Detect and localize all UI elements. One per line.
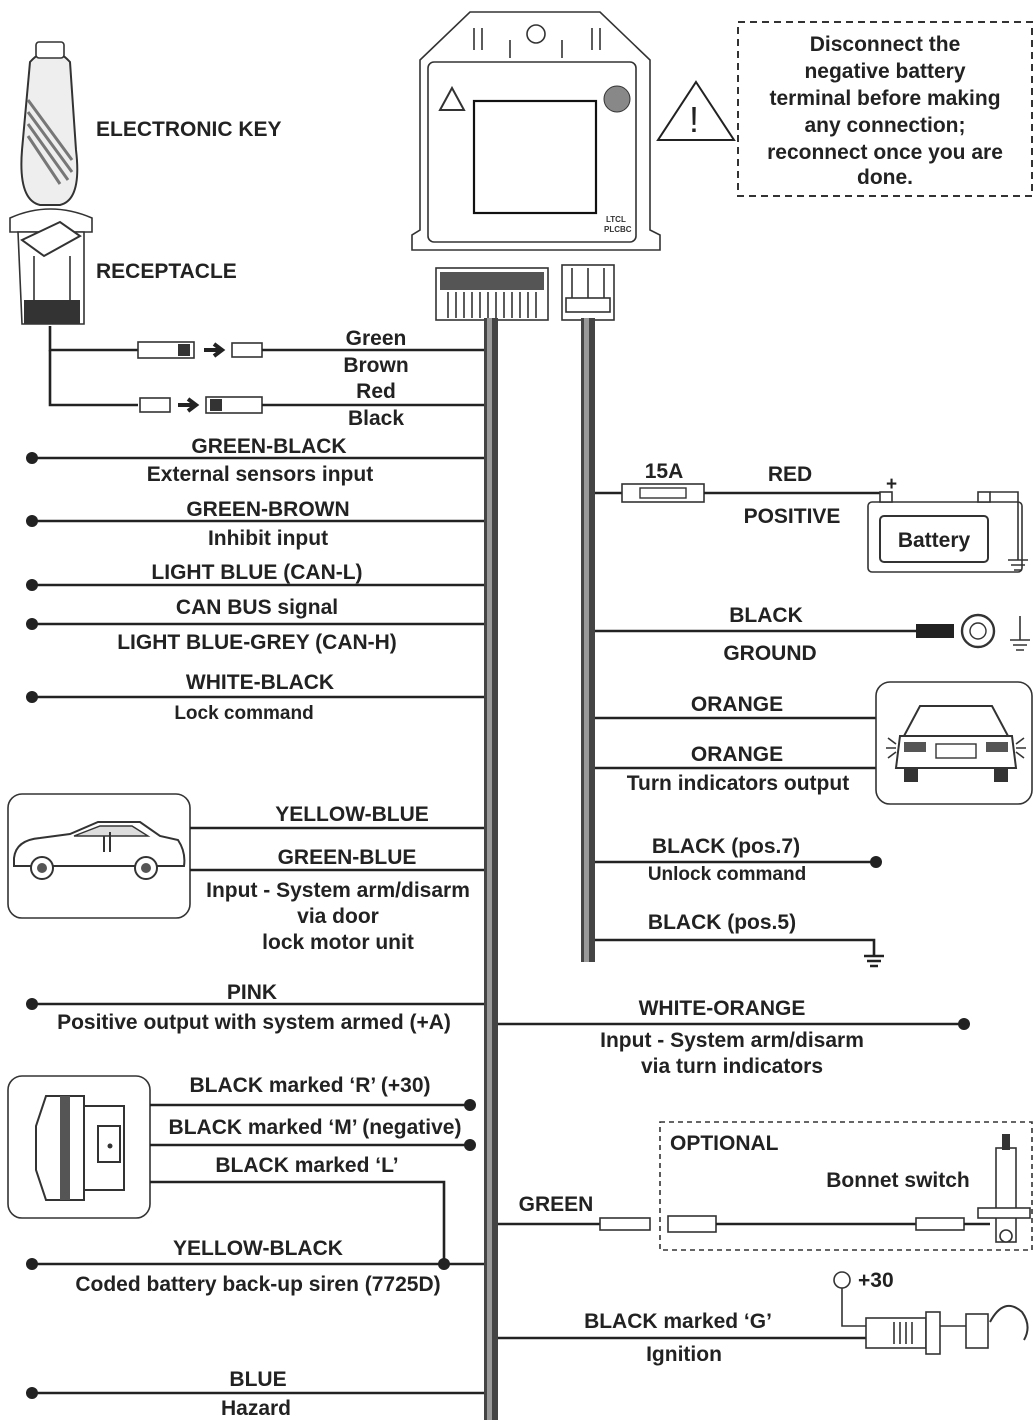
wire-black-pos7-label: BLACK (pos.7) bbox=[652, 835, 800, 858]
svg-text:done.: done. bbox=[857, 166, 913, 189]
wire-black-r bbox=[150, 1099, 476, 1111]
wire-red-label-right: RED bbox=[768, 463, 812, 486]
wire-black-l-label: BLACK marked ‘L’ bbox=[215, 1154, 398, 1177]
wire-white-orange bbox=[498, 1018, 970, 1030]
battery-label: Battery bbox=[898, 529, 971, 552]
wire-green-blue-label: GREEN-BLUE bbox=[278, 846, 417, 869]
wire-light-blue-grey-label: LIGHT BLUE-GREY (CAN-H) bbox=[117, 631, 397, 654]
wire-light-blue-grey bbox=[26, 618, 484, 630]
wire-green-black-label: GREEN-BLACK bbox=[191, 435, 346, 458]
wire-black-g-label: BLACK marked ‘G’ bbox=[584, 1310, 772, 1333]
positive-output-label: Positive output with system armed (+A) bbox=[57, 1011, 451, 1034]
svg-text:LTCL: LTCL bbox=[606, 215, 626, 224]
positive-label: POSITIVE bbox=[744, 505, 841, 528]
turn-input-label-2: via turn indicators bbox=[641, 1055, 823, 1078]
battery-icon: + bbox=[867, 474, 1028, 573]
wire-green-brown bbox=[26, 515, 484, 527]
plus30-label: +30 bbox=[858, 1269, 894, 1292]
wire-light-blue bbox=[26, 579, 484, 591]
wire-green-label: Green bbox=[346, 327, 407, 350]
wire-blue bbox=[26, 1387, 484, 1399]
electronic-key-icon bbox=[20, 41, 79, 206]
unlock-command-label: Unlock command bbox=[648, 864, 806, 885]
disconnect-notice: Disconnect the negative battery terminal… bbox=[767, 33, 1003, 189]
ground-label: GROUND bbox=[723, 642, 816, 665]
wire-pink-label: PINK bbox=[227, 981, 277, 1004]
svg-text:PLCBC: PLCBC bbox=[604, 225, 632, 234]
inhibit-input-label: Inhibit input bbox=[208, 527, 328, 550]
wire-black-label-right: BLACK bbox=[729, 604, 803, 627]
hazard-label: Hazard bbox=[221, 1397, 291, 1420]
side-car-icon bbox=[7, 793, 191, 919]
fuse-label: 15A bbox=[645, 460, 684, 483]
wire-red-label: Red bbox=[356, 380, 396, 403]
wire-green-right bbox=[498, 1217, 651, 1231]
wire-black-r-label: BLACK marked ‘R’ (+30) bbox=[190, 1074, 431, 1097]
wire-black-m bbox=[150, 1139, 476, 1151]
wire-black-label: Black bbox=[348, 407, 404, 430]
ignition-label: Ignition bbox=[646, 1343, 722, 1366]
wire-brown-label: Brown bbox=[343, 354, 408, 377]
wire-white-orange-label: WHITE-ORANGE bbox=[639, 997, 806, 1020]
can-bus-label: CAN BUS signal bbox=[176, 596, 338, 619]
wire-orange-2-label: ORANGE bbox=[691, 743, 783, 766]
optional-box bbox=[659, 1121, 1033, 1251]
key-connector-1 bbox=[48, 326, 484, 359]
svg-text:reconnect once you are: reconnect once you are bbox=[767, 141, 1003, 164]
warning-icon: ! bbox=[656, 80, 736, 141]
wire-black-pos5-label: BLACK (pos.5) bbox=[648, 911, 796, 934]
door-input-label-2: via door bbox=[297, 905, 379, 928]
control-unit: LTCL PLCBC bbox=[411, 11, 661, 251]
svg-text:any connection;: any connection; bbox=[804, 114, 965, 137]
door-input-label-3: lock motor unit bbox=[262, 931, 414, 954]
svg-text:!: ! bbox=[689, 99, 699, 140]
svg-text:Disconnect the: Disconnect the bbox=[810, 33, 961, 56]
wire-black-l bbox=[150, 1180, 446, 1264]
electronic-key-label: ELECTRONIC KEY bbox=[96, 118, 282, 141]
turn-input-label-1: Input - System arm/disarm bbox=[600, 1029, 864, 1052]
wire-black-pos5 bbox=[595, 938, 884, 968]
disconnect-notice-box bbox=[737, 21, 1033, 197]
wire-yellow-blue-label: YELLOW-BLUE bbox=[275, 803, 429, 826]
receptacle-icon bbox=[9, 208, 93, 325]
siren-icon bbox=[7, 1075, 151, 1219]
turn-indicators-output-label: Turn indicators output bbox=[627, 772, 849, 795]
wire-green-label-right: GREEN bbox=[519, 1193, 594, 1216]
external-sensors-label: External sensors input bbox=[147, 463, 373, 486]
bonnet-switch-icon bbox=[667, 1134, 1031, 1243]
wire-light-blue-label: LIGHT BLUE (CAN-L) bbox=[151, 561, 362, 584]
power-connector bbox=[561, 264, 615, 321]
wire-orange-1-label: ORANGE bbox=[691, 693, 783, 716]
optional-label: OPTIONAL bbox=[670, 1132, 779, 1155]
bonnet-switch-label: Bonnet switch bbox=[826, 1169, 970, 1192]
wire-black-ground bbox=[595, 613, 1030, 651]
svg-text:negative battery: negative battery bbox=[804, 60, 965, 83]
wire-blue-label: BLUE bbox=[229, 1368, 286, 1391]
ignition-switch-icon bbox=[833, 1271, 1029, 1355]
svg-text:+: + bbox=[886, 474, 897, 495]
door-input-label-1: Input - System arm/disarm bbox=[206, 879, 470, 902]
wire-black-m-label: BLACK marked ‘M’ (negative) bbox=[169, 1116, 462, 1139]
wire-black-pos7 bbox=[595, 856, 882, 868]
wire-yellow-black bbox=[26, 1258, 484, 1270]
wire-white-black-label: WHITE-BLACK bbox=[186, 671, 334, 694]
wire-pink bbox=[26, 998, 484, 1010]
key-connector-2 bbox=[48, 350, 484, 414]
wire-yellow-black-label: YELLOW-BLACK bbox=[173, 1237, 343, 1260]
receptacle-label: RECEPTACLE bbox=[96, 260, 237, 283]
wire-green-brown-label: GREEN-BROWN bbox=[186, 498, 349, 521]
wire-white-black bbox=[26, 691, 484, 703]
svg-text:terminal before making: terminal before making bbox=[769, 87, 1000, 110]
lock-command-label: Lock command bbox=[174, 703, 313, 724]
wire-red-positive bbox=[595, 483, 886, 503]
siren-label: Coded battery back-up siren (7725D) bbox=[75, 1273, 440, 1296]
front-car-icon bbox=[875, 681, 1033, 805]
main-connector bbox=[435, 267, 549, 321]
wire-green-black bbox=[26, 452, 484, 464]
